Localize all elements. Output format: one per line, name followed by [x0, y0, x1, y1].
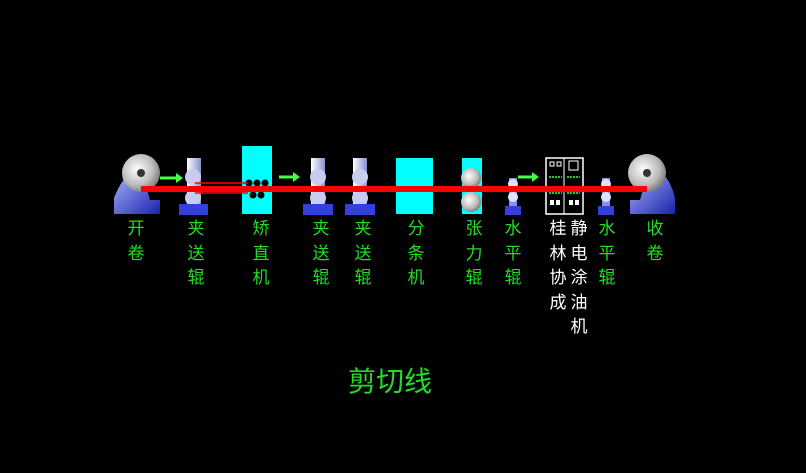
flow-arrow-2: [279, 172, 300, 182]
uncoiler-icon: [114, 154, 160, 214]
label-pinch-roll-2: 夹送辊: [312, 219, 330, 288]
flow-arrow-1: [160, 173, 183, 183]
level-roll-2-icon: [598, 178, 614, 215]
label-oiler-maker: 桂林协成: [549, 219, 567, 313]
recoiler-icon: [628, 154, 675, 214]
label-slitter: 分条机: [407, 219, 425, 288]
label-pinch-roll-1: 夹送辊: [187, 219, 205, 288]
label-tension-roll: 张力辊: [465, 219, 483, 288]
label-leveler: 矫直机: [252, 219, 270, 288]
pinch-roll-1-icon: [179, 158, 208, 215]
level-roll-1-icon: [505, 178, 521, 215]
flow-arrow-3: [518, 172, 539, 182]
pinch-roll-3-icon: [345, 158, 375, 215]
label-oiler: 静电涂油机: [570, 219, 588, 337]
label-pinch-roll-3: 夹送辊: [354, 219, 372, 288]
pinch-roll-2-icon: [303, 158, 333, 215]
leveler-icon: [242, 146, 272, 214]
label-uncoiler: 开卷: [127, 219, 145, 264]
strip-line: [141, 182, 647, 194]
label-level-roll-1: 水平辊: [504, 219, 522, 288]
diagram-title: 剪切线: [347, 365, 432, 398]
label-level-roll-2: 水平辊: [598, 219, 616, 288]
label-recoiler: 收卷: [646, 219, 664, 264]
